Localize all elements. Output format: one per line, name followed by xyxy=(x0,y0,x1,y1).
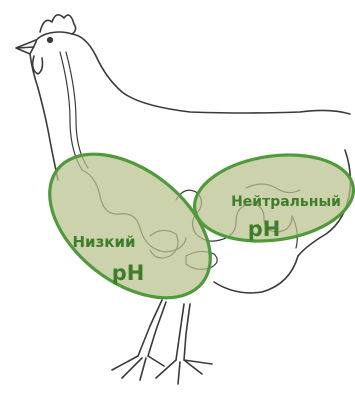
breast-contour xyxy=(38,88,58,180)
neutral-ph-label-line1: Нейтральный xyxy=(231,194,341,210)
neutral-ph-label-line2: pH xyxy=(248,217,281,241)
beak-line xyxy=(18,47,34,48)
esophagus xyxy=(60,52,82,170)
leg-front xyxy=(138,300,166,356)
foot-back xyxy=(156,360,212,384)
foot-front xyxy=(112,356,164,380)
ph-zones xyxy=(23,125,355,327)
leg-back xyxy=(176,304,190,360)
low-ph-label-line2: pH xyxy=(112,261,145,285)
back-contour xyxy=(72,34,350,114)
comb-shape xyxy=(40,15,76,34)
low-ph-label-line1: Низкий xyxy=(73,233,136,251)
belly-contour xyxy=(214,256,298,293)
wattle-shape xyxy=(33,56,43,74)
eye xyxy=(48,38,53,43)
